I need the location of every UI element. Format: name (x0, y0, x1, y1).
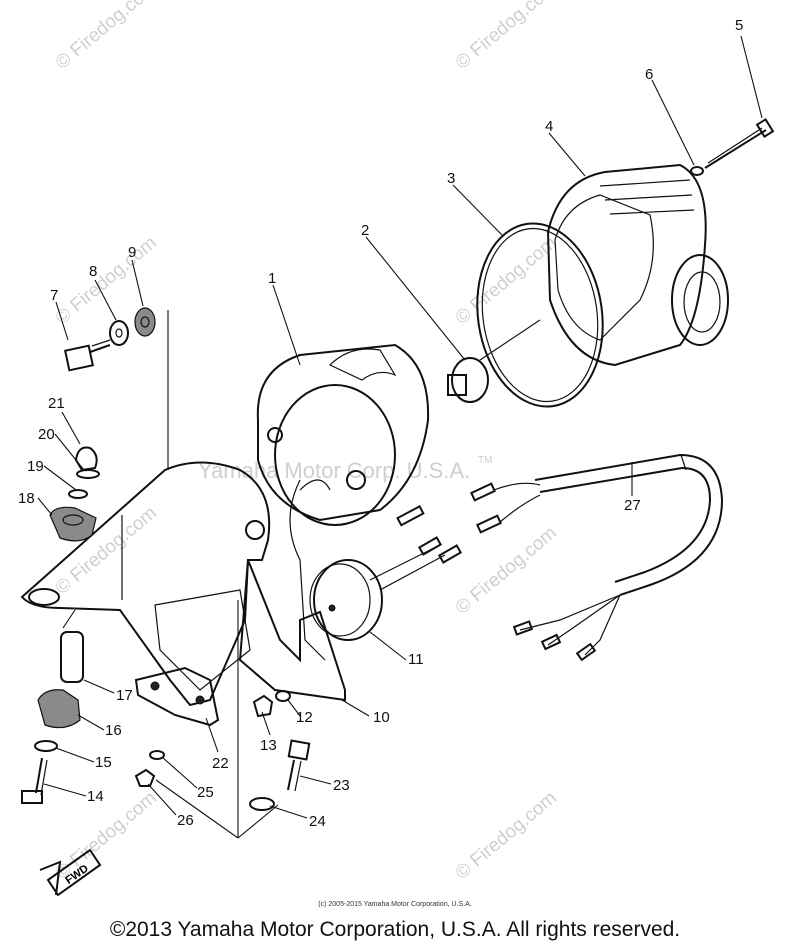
callout-5: 5 (735, 17, 743, 34)
part-23-bolt (287, 739, 311, 792)
callout-21: 21 (48, 395, 65, 412)
callout-15: 15 (95, 754, 112, 771)
callout-13: 13 (260, 737, 277, 754)
part-9-nut (134, 307, 156, 337)
callout-12: 12 (296, 709, 313, 726)
part-27-wire-harness (512, 453, 724, 662)
part-25-washer (149, 750, 165, 760)
callout-7: 7 (50, 287, 58, 304)
leader-lines (37, 35, 763, 819)
callout-23: 23 (333, 777, 350, 794)
part-6-washer (690, 166, 704, 176)
callout-22: 22 (212, 755, 229, 772)
part-17-collar (60, 609, 84, 683)
callout-24: 24 (309, 813, 326, 830)
part-3-gasket (476, 222, 604, 408)
part-19-washer (68, 489, 88, 499)
part-10-lower-bracket (154, 559, 346, 702)
part-7-bolt (63, 339, 111, 372)
callout-10: 10 (373, 709, 390, 726)
part-18-grommet (49, 506, 97, 542)
part-26-nut (134, 768, 156, 787)
callout-labels: 1 2 3 4 5 6 7 8 9 10 11 12 13 14 15 16 1… (18, 17, 743, 830)
callout-4: 4 (545, 118, 553, 135)
assembly-lines (155, 600, 279, 839)
lamp-wiring (289, 479, 541, 661)
watermark-firedog: © Firedog.com (52, 787, 161, 883)
callout-18: 18 (18, 490, 35, 507)
part-22-plate (134, 666, 220, 727)
callout-2: 2 (361, 222, 369, 239)
part-15-washer (34, 740, 58, 752)
callout-14: 14 (87, 788, 104, 805)
part-24-washer (249, 797, 275, 811)
callout-16: 16 (105, 722, 122, 739)
copyright-notice: ©2013 Yamaha Motor Corporation, U.S.A. A… (109, 918, 681, 941)
callout-20: 20 (38, 426, 55, 443)
watermark-trademark: Yamaha Motor Corp. U.S.A. (198, 458, 470, 483)
watermark-firedog: © Firedog.com (52, 0, 161, 74)
part-20-washer (76, 469, 100, 479)
part-1-lamp-base (256, 343, 430, 526)
callout-9: 9 (128, 244, 136, 261)
part-4-lens-housing (546, 163, 729, 367)
watermark-firedog: © Firedog.com (452, 522, 561, 618)
callout-17: 17 (116, 687, 133, 704)
callout-3: 3 (447, 170, 455, 187)
callout-26: 26 (177, 812, 194, 829)
part-11-reflector (309, 559, 383, 641)
callout-19: 19 (27, 458, 44, 475)
callout-1: 1 (268, 270, 276, 287)
watermark-firedog: © Firedog.com (452, 787, 561, 883)
part-2-bulb (447, 319, 541, 403)
callout-8: 8 (89, 263, 97, 280)
part-21-cap-nut (74, 446, 98, 472)
watermark-tm: TM (478, 455, 492, 466)
mounting-bracket (20, 310, 271, 707)
watermark-firedog: © Firedog.com (452, 0, 561, 74)
callout-27: 27 (624, 497, 641, 514)
callout-11: 11 (408, 651, 424, 668)
copyright-small: (c) 2005-2015 Yamaha Motor Corporation, … (318, 901, 472, 908)
watermark-layer: © Firedog.com © Firedog.com © Firedog.co… (52, 0, 561, 884)
part-14-bolt (21, 757, 48, 804)
part-5-screw (704, 118, 775, 169)
part-16-rubber-bushing (37, 689, 81, 729)
watermark-firedog: © Firedog.com (452, 232, 561, 328)
part-8-washer (109, 320, 129, 346)
part-13-nut (252, 694, 274, 718)
callout-6: 6 (645, 66, 653, 83)
part-12-washer (275, 690, 291, 702)
callout-25: 25 (197, 784, 214, 801)
